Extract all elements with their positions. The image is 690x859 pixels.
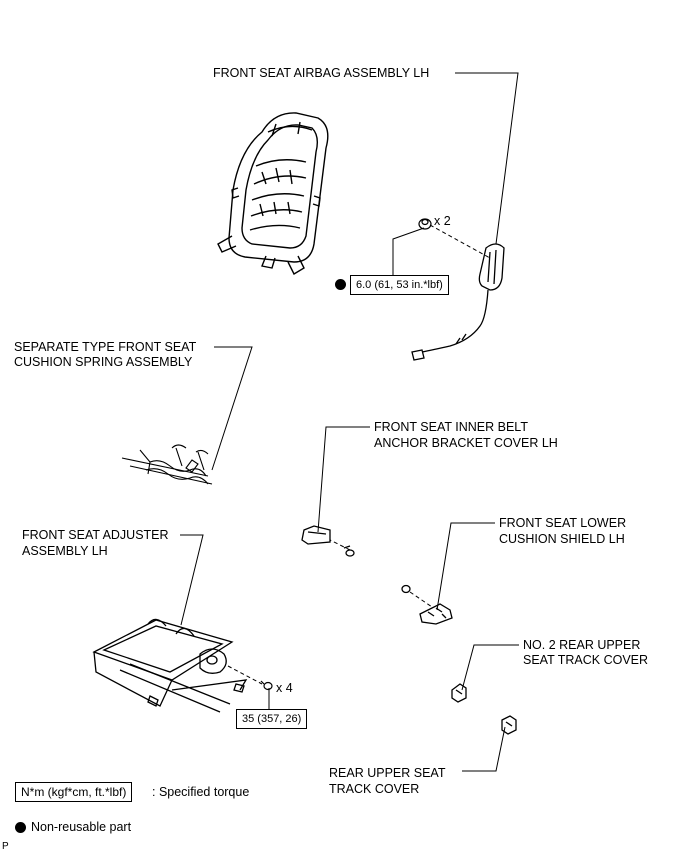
label-rear-track-line1: REAR UPPER SEAT: [329, 766, 446, 780]
leader-nut-torque: [392, 227, 425, 276]
label-airbag-assembly: FRONT SEAT AIRBAG ASSEMBLY LH: [213, 66, 430, 80]
leader-no2-track: [461, 644, 519, 691]
dash-belt-screw: [329, 539, 351, 551]
legend-torque-desc: : Specified torque: [152, 785, 250, 799]
legend-non-reusable-icon: [15, 822, 26, 833]
label-no2-track-line1: NO. 2 REAR UPPER: [523, 638, 641, 652]
leader-cushion-spring: [211, 346, 253, 471]
leader-belt-cover: [317, 426, 370, 533]
no2-track-cover: [451, 683, 467, 703]
legend-non-reusable: Non-reusable part: [31, 820, 132, 834]
dash-shield-screw: [409, 591, 433, 608]
label-cushion-spring-line1: SEPARATE TYPE FRONT SEAT: [14, 340, 197, 354]
label-adjuster-line2: ASSEMBLY LH: [22, 544, 108, 558]
adjuster-bolt: [260, 680, 273, 691]
dash-nut-airbag: [429, 224, 491, 259]
leader-lower-shield: [436, 522, 495, 611]
label-cushion-spring-line2: CUSHION SPRING ASSEMBLY: [14, 355, 193, 369]
lower-cushion-shield: [401, 584, 453, 625]
label-adjuster-line1: FRONT SEAT ADJUSTER: [22, 528, 169, 542]
label-lower-shield-line2: CUSHION SHIELD LH: [499, 532, 625, 546]
label-belt-cover-line1: FRONT SEAT INNER BELT: [374, 420, 528, 434]
legend-torque-unit: N*m (kgf*cm, ft.*lbf): [15, 782, 133, 802]
seat-adjuster: [92, 618, 248, 713]
torque-airbag-nut: 6.0 (61, 53 in.*lbf): [350, 275, 449, 295]
non-reusable-icon: [335, 279, 346, 290]
footer-code: P: [2, 841, 9, 852]
bolt-quantity: x 4: [276, 681, 293, 695]
label-belt-cover-line2: ANCHOR BRACKET COVER LH: [374, 436, 558, 450]
rear-track-cover: [501, 715, 517, 735]
torque-adjuster-bolt: 35 (357, 26): [236, 709, 308, 729]
airbag-nut: [418, 218, 432, 230]
label-lower-shield-line1: FRONT SEAT LOWER: [499, 516, 627, 530]
leader-airbag: [455, 72, 519, 245]
leader-rear-track: [462, 726, 506, 772]
belt-bracket-cover: [301, 525, 355, 557]
label-rear-track-line2: TRACK COVER: [329, 782, 420, 796]
airbag-module: [411, 243, 505, 361]
nut-quantity: x 2: [434, 214, 451, 228]
label-no2-track-line2: SEAT TRACK COVER: [523, 653, 649, 667]
seat-back-frame: [217, 112, 329, 275]
leader-adjuster: [180, 534, 204, 626]
cushion-spring: [121, 444, 213, 485]
